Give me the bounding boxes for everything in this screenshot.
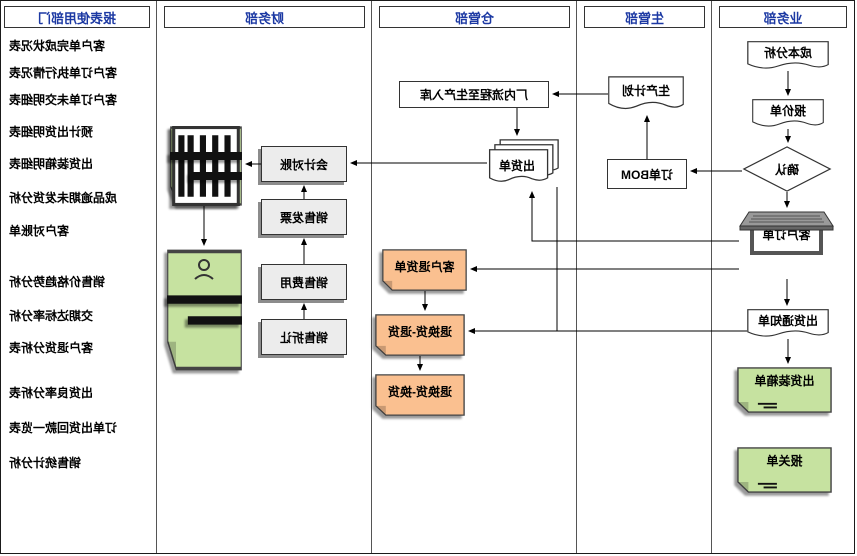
note-lines-icon: [170, 152, 242, 180]
report-item: 销售统计分析: [9, 456, 82, 470]
node-accounting-reconciliation: 会计对账: [261, 146, 347, 182]
node-sales-invoice: 销售发票: [261, 199, 347, 235]
node-label: 报价单: [770, 104, 807, 118]
document-shape-icon: [608, 76, 684, 110]
node-sales-allowance: 销售折让: [261, 319, 347, 355]
node-return-refund: 退换货-退货: [375, 314, 465, 356]
report-item: 预计出货明细表: [9, 125, 94, 139]
node-shipping-notice: 出货通知单: [747, 309, 829, 339]
node-label: 生产计划: [622, 84, 671, 98]
node-print-statement: 打印 对账单: [170, 126, 242, 206]
lane-header-business: 业务部: [719, 6, 847, 28]
report-item: 客户对账单: [9, 224, 70, 238]
lane-header-label: 业务部: [763, 10, 803, 26]
report-item: 客户单完成状况表: [9, 39, 106, 53]
report-item: 出货装箱明细表: [9, 157, 94, 171]
report-item: 客户订单未交明细表: [9, 93, 118, 107]
node-label: 订单BOM: [621, 167, 673, 182]
lane-divider: [371, 1, 372, 553]
node-confirm-decision: 确认: [742, 146, 832, 192]
node-customs-declaration: 报关单: [737, 447, 832, 493]
lane-header-label: 仓管部: [455, 10, 495, 26]
lane-divider: [711, 1, 712, 553]
diamond-shape-icon: [742, 146, 832, 192]
lane-header-label: 财务部: [245, 10, 285, 26]
node-label: 退换货-退货: [388, 324, 452, 339]
node-receivable-account: 应收款立账: [167, 249, 242, 371]
report-item: 客户订单执行情况表: [9, 66, 118, 80]
node-customer-order-computer: 客户订单: [739, 211, 834, 279]
lane-header-warehouse: 仓管部: [379, 6, 570, 28]
report-item: 交期达标率分析: [9, 309, 94, 323]
node-factory-process: 厂内流程至生产入库: [399, 81, 549, 108]
lane-header-production: 生管部: [584, 6, 705, 28]
note-shape-icon: [737, 367, 832, 413]
node-order-bom: 订单BOM: [607, 159, 687, 189]
node-label: 报关单: [766, 454, 803, 468]
person-icon: [167, 257, 242, 281]
multi-document-shape-icon: [488, 139, 559, 182]
node-production-plan: 生产计划: [608, 76, 684, 112]
node-label: 厂内流程至生产入库: [420, 88, 529, 102]
lane-divider: [576, 1, 577, 553]
node-quotation: 报价单: [752, 99, 824, 129]
node-label: 销售费用: [280, 275, 329, 290]
node-customer-return: 客户退货单: [382, 249, 467, 291]
report-item: 订单出货回款一览表: [9, 421, 118, 435]
node-shipping-order: 出货单: [487, 139, 559, 187]
node-label: 客户退货单: [394, 259, 455, 274]
note-shape-icon: [382, 249, 467, 291]
note-shape-icon: [737, 447, 832, 493]
document-shape-icon: [747, 41, 829, 69]
report-item: 出货良率分析表: [9, 386, 94, 400]
document-shape-icon: [752, 99, 824, 127]
node-cost-analysis: 成本分析: [747, 41, 829, 71]
lane-header-finance: 财务部: [164, 6, 365, 28]
note-shape-icon: [375, 374, 465, 416]
laptop-keyboard-icon: [739, 211, 834, 231]
node-label: 销售折让: [280, 330, 329, 345]
lane-header-label: 生管部: [625, 10, 665, 26]
node-packing-list: 出货装箱单: [737, 367, 832, 413]
report-item: 客户退货分析表: [9, 341, 94, 355]
lane-header-report-users: 报表使用部门: [4, 6, 150, 28]
lane-header-label: 报表使用部门: [38, 10, 117, 26]
node-return-exchange: 退换货-换货: [375, 374, 465, 416]
node-label: 退换货-换货: [388, 384, 452, 399]
barcode-icon: [172, 126, 240, 206]
report-item: 成品逾期未发货分析: [9, 191, 118, 205]
node-label: 出货单: [499, 158, 536, 173]
note-shape-icon: [167, 249, 242, 371]
node-label: 出货通知单: [758, 314, 819, 328]
node-label: 确认: [775, 162, 800, 177]
document-shape-icon: [747, 309, 829, 337]
node-label: 成本分析: [764, 46, 813, 60]
report-item: 销售价格趋势分析: [9, 275, 106, 289]
note-shape-icon: [375, 314, 465, 356]
node-sales-expense: 销售费用: [261, 264, 347, 300]
note-lines-icon: [167, 295, 242, 325]
node-label: 会计对账: [280, 157, 329, 172]
node-label: 销售发票: [280, 210, 329, 225]
node-label: 出货装箱单: [754, 374, 815, 388]
